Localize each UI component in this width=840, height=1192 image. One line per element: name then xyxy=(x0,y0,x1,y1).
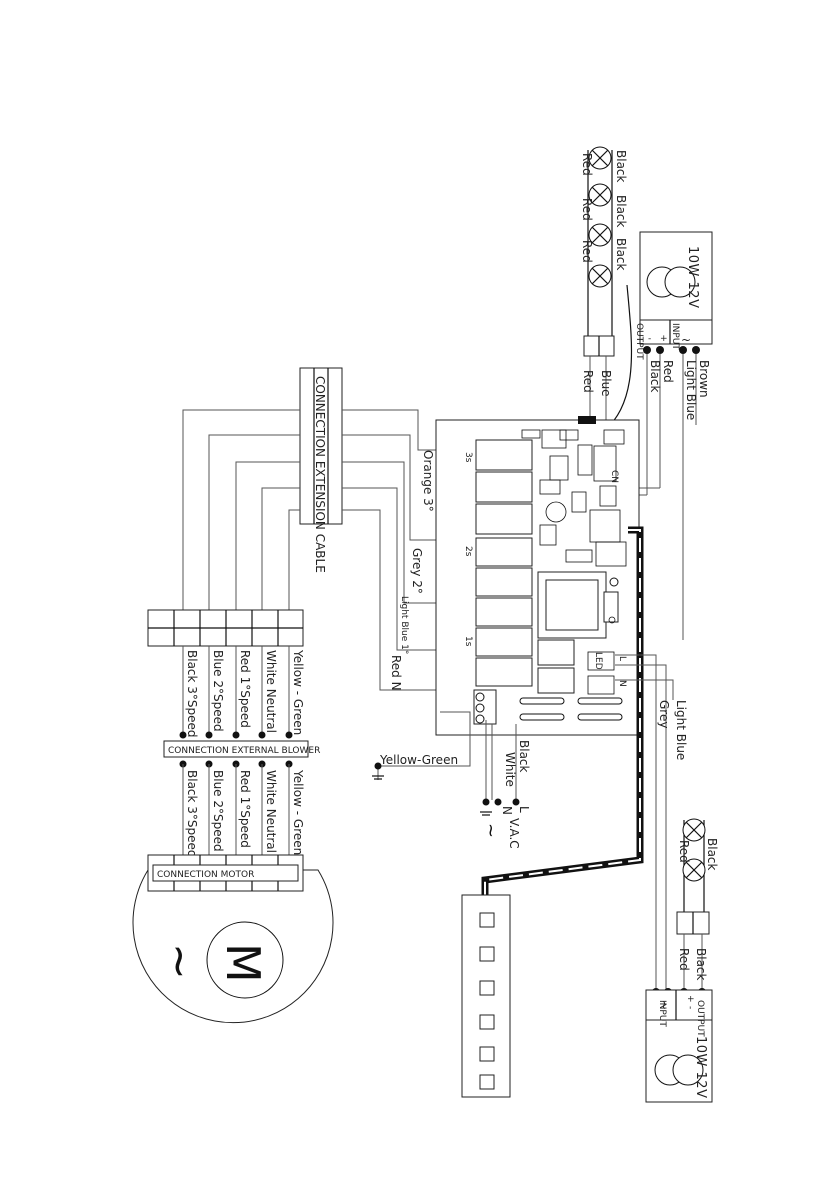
ext-wire-label: Orange 3° xyxy=(421,450,435,512)
lamp-wire-label: Red xyxy=(580,198,594,221)
ground-wire: Yellow-Green xyxy=(372,711,471,780)
pcb-components xyxy=(521,429,627,695)
lamp-wire-label: Red xyxy=(677,840,691,863)
top-transformer: 10W 12V OUTPUT INPUT - + ~ Black Red Lig… xyxy=(625,231,713,640)
blower-terminal-block: Black 3°Speed Blue 2°Speed Red 1°Speed W… xyxy=(147,609,320,858)
lower-wire-label: Light Blue xyxy=(674,700,688,760)
blower-lower-wire: White Neutral xyxy=(264,770,278,853)
transformer-input-label: INPUT xyxy=(657,1000,667,1027)
lamp-wire-label: Black xyxy=(614,238,628,271)
lamp-wire-label: Black xyxy=(614,150,628,183)
keypad-button[interactable] xyxy=(479,946,495,962)
lamp-lead-red: Red xyxy=(581,370,595,393)
motor-title: CONNECTION MOTOR xyxy=(157,870,254,880)
ext-wire-label: Red N xyxy=(389,655,403,691)
blower-upper-wire: Blue 2°Speed xyxy=(211,650,225,732)
blower-upper-wire: White Neutral xyxy=(264,650,278,733)
transformer-in-wire: Brown xyxy=(697,360,711,398)
relay-label: 2s xyxy=(463,546,473,557)
mains-input: Black White L N V.A.C ~ xyxy=(480,720,531,849)
transformer-in-wire: Light Blue xyxy=(684,360,698,420)
ground-wire-label: Yellow-Green xyxy=(379,753,458,767)
blower-lower-wire: Red 1°Speed xyxy=(238,770,252,848)
lamp-lead-label: Black xyxy=(694,948,708,981)
transformer-input-label: INPUT xyxy=(670,323,680,350)
mains-wire-label: White xyxy=(503,752,517,787)
blower-lower-wire: Blue 2°Speed xyxy=(211,770,225,852)
transformer-terminal: - xyxy=(648,334,651,344)
transformer-output-label: OUTPUT xyxy=(634,323,644,360)
keypad-body xyxy=(461,894,511,1098)
external-blower-title: CONNECTION EXTERNAL BLOWER xyxy=(168,746,320,756)
ac-symbol: ~ xyxy=(154,943,205,980)
lamp-lead-label: Red xyxy=(677,948,691,971)
lower-wire-label: Grey xyxy=(657,700,671,728)
transformer-out-wire: Red xyxy=(661,360,675,383)
lamp-wire-label: Black xyxy=(614,195,628,228)
control-board: 3s 2s 1s LED L N CN xyxy=(435,416,640,736)
top-lamps: Black Black Black Red Red Red Red Blue xyxy=(580,146,633,500)
transformer-terminal: + xyxy=(685,995,695,1003)
transformer-terminal: - xyxy=(685,1006,695,1009)
lamp-wire-label: Red xyxy=(580,153,594,176)
pcb-text: CN xyxy=(609,470,619,483)
mains-voltage: V.A.C xyxy=(507,818,521,849)
keypad-button[interactable] xyxy=(479,1014,495,1030)
bottom-lamps: Black Red Red Black xyxy=(676,818,719,990)
pcb-text: N xyxy=(617,680,627,687)
lamp-wire-label: Black xyxy=(705,838,719,871)
pcb-text: LED xyxy=(593,652,603,670)
transformer-out-wire: Black xyxy=(648,360,662,393)
relay-label: 3s xyxy=(463,452,473,463)
ext-wire-label: Grey 2° xyxy=(410,548,424,594)
keypad xyxy=(461,894,511,1098)
motor: CONNECTION MOTOR M ~ xyxy=(132,854,334,1024)
bottom-transformer: INPUT OUTPUT - + ~ 10W 12V xyxy=(645,988,713,1103)
extension-cable-title: CONNECTION EXTENSION CABLE xyxy=(313,376,327,573)
relay-bank xyxy=(475,439,575,694)
external-blower-label-box xyxy=(163,740,309,758)
transformer-output-label: OUTPUT xyxy=(695,1000,705,1037)
keypad-button[interactable] xyxy=(479,912,495,928)
lamp-lead-blue: Blue xyxy=(599,370,613,397)
ac-symbol: ~ xyxy=(681,333,691,347)
ext-wire-label: Light Blue 1° xyxy=(399,596,409,654)
keypad-button[interactable] xyxy=(479,1074,495,1090)
blower-upper-wire: Yellow - Green xyxy=(291,649,305,735)
transformer-terminal: + xyxy=(660,334,668,344)
blower-upper-wire: Red 1°Speed xyxy=(238,650,252,728)
blower-upper-wire: Black 3°Speed xyxy=(185,650,199,738)
relay-label: 1s xyxy=(463,636,473,647)
keypad-button[interactable] xyxy=(479,980,495,996)
lower-lamp-wiring: Grey Light Blue xyxy=(615,654,688,990)
pcb-text: L xyxy=(617,656,627,661)
ac-symbol: ~ xyxy=(480,823,501,838)
transformer-rating: 10W 12V xyxy=(693,1036,708,1098)
lamp-wire-label: Red xyxy=(580,240,594,263)
extension-cable: CONNECTION EXTENSION CABLE Orange 3° Gre… xyxy=(182,367,440,691)
blower-lower-wire: Black 3°Speed xyxy=(185,770,199,858)
mains-wire-label: Black xyxy=(517,740,531,773)
keypad-button[interactable] xyxy=(479,1046,495,1062)
mains-terminal-l: L xyxy=(517,806,531,813)
blower-lower-wire: Yellow - Green xyxy=(291,769,305,855)
ac-symbol: ~ xyxy=(657,1000,671,1010)
motor-symbol-circle xyxy=(206,921,284,999)
transformer-rating: 10W 12V xyxy=(685,246,700,308)
mains-terminal-n: N xyxy=(500,806,514,815)
extension-cable-box xyxy=(299,367,343,525)
motor-m-symbol: M xyxy=(216,943,270,983)
